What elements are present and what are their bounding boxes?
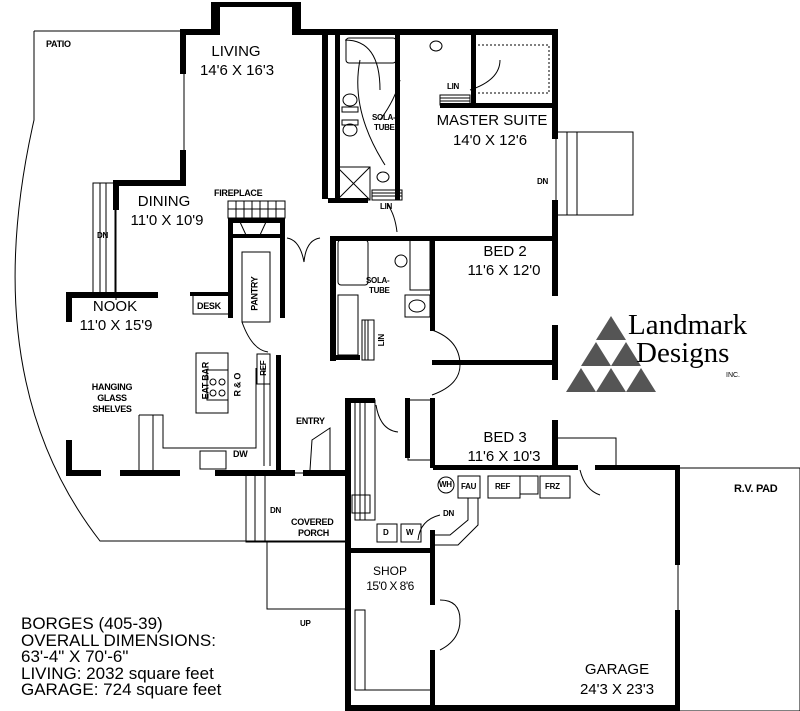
covered-porch-label-2: PORCH	[298, 528, 330, 538]
bed3-dims: 11'6 X 10'3	[467, 448, 541, 465]
lin-hall-label: LIN	[376, 334, 386, 347]
front-steps	[266, 540, 347, 610]
living-area: LIVING: 2032 square feet	[21, 663, 214, 683]
nook-room-dims: 11'0 X 15'9	[79, 317, 153, 334]
entry-label: ENTRY	[296, 416, 325, 426]
overall-dimensions-value: 63'-4" X 70'-6"	[21, 647, 129, 666]
dn-master-label: DN	[537, 177, 548, 186]
garage-area: GARAGE: 724 square feet	[21, 680, 222, 699]
landmark-designs-logo: Landmark Designs INC.	[578, 309, 788, 392]
living-room-name: LIVING	[211, 43, 261, 60]
shop-dims: 15'0 X 8'6	[366, 579, 414, 593]
master-tub	[345, 37, 397, 64]
patio-outline	[34, 30, 185, 300]
solatube-hall-label-1: SOLA-	[366, 276, 390, 285]
water-heater-label: WH	[439, 480, 452, 489]
master-suite-dims: 14'0 X 12'6	[452, 132, 528, 149]
kitchen-ref-label: REF	[258, 360, 268, 376]
dn-garage-label: DN	[443, 509, 454, 518]
shop-name: SHOP	[372, 564, 407, 578]
dn-dining-label: DN	[97, 231, 108, 240]
master-closet-shelf	[473, 44, 550, 94]
plan-name: BORGES (405-39)	[21, 614, 163, 633]
dryer	[376, 523, 398, 543]
garage-name: GARAGE	[584, 661, 650, 678]
dining-room-dims: 11'0 X 10'9	[130, 212, 204, 229]
garage-ref-label: REF	[495, 482, 511, 491]
overall-dimensions-heading: OVERALL DIMENSIONS:	[21, 630, 216, 650]
rv-pad-label: R.V. PAD	[734, 483, 778, 495]
plan-info-block: BORGES (405-39) OVERALL DIMENSIONS: 63'-…	[21, 614, 222, 699]
nook-room-name: NOOK	[92, 298, 138, 315]
hall-tub	[337, 239, 369, 286]
pantry-label: PANTRY	[249, 276, 260, 311]
nook-patio-curve	[14, 31, 345, 542]
bed2-name: BED 2	[483, 243, 527, 260]
desk-label: DESK	[197, 301, 221, 311]
garage-dims: 24'3 X 23'3	[579, 681, 655, 698]
master-deck	[555, 131, 634, 216]
dishwasher-label: DW	[233, 449, 248, 459]
fau-label: FAU	[461, 482, 477, 491]
lin-master-label: LIN	[447, 82, 459, 91]
laundry-sink	[351, 494, 371, 514]
range-oven-label: R & O	[232, 372, 243, 397]
solatube-master-label-2: TUBE	[374, 123, 395, 132]
dining-room-name: DINING	[137, 193, 191, 210]
kitchen-sink	[199, 450, 227, 470]
hanging-shelves-label-2: GLASS	[97, 393, 127, 403]
hanging-shelves-label-3: SHELVES	[92, 404, 132, 414]
living-room-dims: 14'6 X 16'3	[199, 62, 275, 79]
triangle-pyramid-logo-icon	[566, 316, 656, 392]
logo-suffix: INC.	[726, 372, 740, 379]
kitchen-ref	[256, 353, 271, 385]
range-oven	[206, 369, 229, 401]
dn-porch-label: DN	[270, 506, 281, 515]
master-suite-name: MASTER SUITE	[436, 112, 548, 129]
solatube-hall-label-2: TUBE	[369, 286, 390, 295]
patio-label: PATIO	[46, 39, 71, 49]
hanging-shelves-label-1: HANGING	[91, 382, 133, 392]
water-heater	[437, 476, 455, 494]
bath-lin	[371, 189, 403, 201]
covered-porch	[245, 472, 347, 543]
fireplace-label: FIREPLACE	[214, 188, 263, 198]
logo-line1: Landmark	[628, 309, 748, 341]
freezer-label: FRZ	[545, 482, 560, 491]
bed3-name: BED 3	[483, 429, 527, 446]
washer	[400, 523, 422, 543]
up-porch-label: UP	[300, 619, 311, 628]
solatube-master-label-1: SOLA-	[372, 113, 396, 122]
lin-bath-label: LIN	[380, 202, 392, 211]
bed2-dims: 11'6 X 12'0	[467, 262, 541, 279]
dryer-label: D	[383, 528, 389, 537]
logo-line2: Designs	[636, 337, 730, 369]
covered-porch-label-1: COVERED	[291, 517, 334, 527]
fau-unit	[457, 475, 481, 499]
freezer	[539, 475, 571, 499]
washer-label: W	[406, 528, 414, 537]
eat-bar-label: EAT BAR	[200, 362, 211, 400]
rv-pad	[677, 467, 800, 711]
pantry-shelf	[241, 251, 271, 323]
